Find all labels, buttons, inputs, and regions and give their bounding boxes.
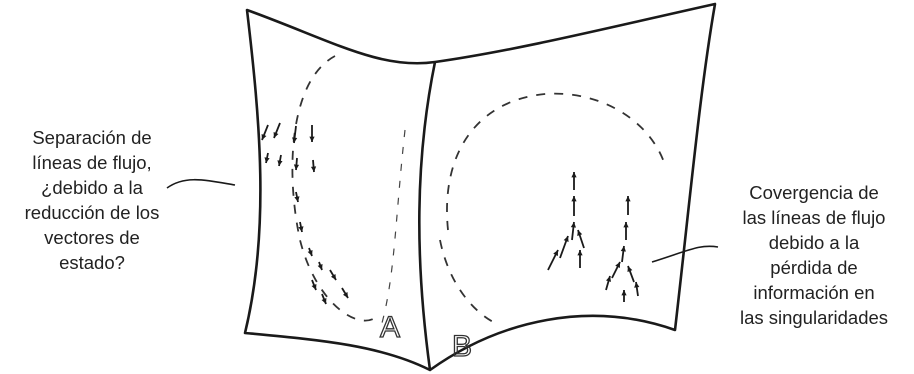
- right-caption: Covergencia de las líneas de flujo debid…: [716, 180, 912, 330]
- flow-arrow: [308, 248, 313, 256]
- flow-arrow: [277, 155, 282, 166]
- flow-arrow: [634, 282, 639, 296]
- flow-arrow: [330, 270, 336, 280]
- right-caption-line: las líneas de flujo: [716, 205, 912, 230]
- flow-arrow: [262, 125, 268, 140]
- left-caption-line: estado?: [2, 250, 182, 275]
- flow-arrow: [548, 250, 558, 270]
- flow-arrow: [612, 262, 620, 278]
- flow-arrow: [292, 126, 297, 143]
- flow-arrow: [274, 123, 280, 138]
- flow-arrow: [571, 222, 576, 240]
- flow-arrow: [571, 172, 576, 190]
- panel-divider: [419, 62, 435, 370]
- left-caption: Separación de líneas de flujo, ¿debido a…: [2, 125, 182, 275]
- flow-arrow: [342, 288, 348, 298]
- left-caption-line: ¿debido a la: [2, 175, 182, 200]
- flow-arrow: [318, 262, 323, 270]
- flow-arrows-panel-b: [548, 172, 639, 302]
- flow-arrow: [623, 222, 628, 240]
- left-caption-line: líneas de flujo,: [2, 150, 182, 175]
- flow-arrow: [311, 160, 316, 172]
- left-caption-line: vectores de: [2, 225, 182, 250]
- right-caption-line: las singularidades: [716, 305, 912, 330]
- flow-arrow: [298, 222, 303, 232]
- flow-arrow: [627, 266, 634, 282]
- dashed-orbit-a: [292, 56, 375, 321]
- panel-label-b: B: [452, 330, 472, 363]
- right-caption-line: debido a la: [716, 230, 912, 255]
- flow-arrow: [577, 230, 584, 248]
- dashed-orbit-b: [440, 94, 665, 323]
- flow-arrow: [606, 276, 611, 290]
- left-caption-line: reducción de los: [2, 200, 182, 225]
- right-caption-line: pérdida de: [716, 255, 912, 280]
- flow-arrow: [621, 290, 626, 302]
- flow-arrow: [294, 158, 299, 170]
- right-caption-line: información en: [716, 280, 912, 305]
- right-caption-line: Covergencia de: [716, 180, 912, 205]
- panel-label-a: A: [380, 311, 400, 344]
- left-caption-line: Separación de: [2, 125, 182, 150]
- flow-arrow: [571, 196, 576, 216]
- flow-arrow: [309, 125, 314, 142]
- dashed-orbit-a-outer: [380, 130, 405, 330]
- flow-arrow: [265, 153, 270, 163]
- flow-arrows-panel-a: [262, 123, 348, 304]
- surface-outline: [245, 4, 715, 370]
- flow-arrow: [577, 250, 582, 268]
- flow-arrow: [294, 192, 299, 202]
- flow-arrow: [625, 196, 630, 215]
- flow-arrow: [560, 236, 569, 258]
- flow-arrow: [621, 246, 626, 262]
